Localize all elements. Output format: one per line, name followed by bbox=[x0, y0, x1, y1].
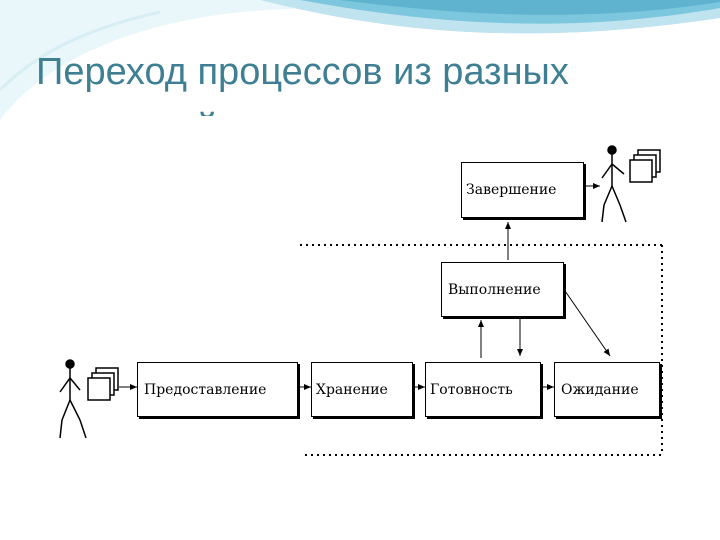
arrow-running-to-waiting bbox=[562, 287, 611, 357]
person-with-documents-icon bbox=[59, 359, 119, 439]
state-waiting: Ожидание bbox=[554, 362, 660, 417]
state-ready: Готовность bbox=[425, 362, 541, 417]
state-running: Выполнение bbox=[441, 262, 564, 317]
state-submission: Предоставление bbox=[137, 362, 298, 417]
dotted-boundary bbox=[300, 244, 663, 456]
state-ready-label: Готовность bbox=[430, 381, 513, 398]
slide-title: Переход процессов из разных состояний bbox=[36, 51, 569, 116]
header-swoosh bbox=[0, 0, 720, 120]
state-completion-label: Завершение bbox=[466, 182, 557, 198]
state-waiting-label: Ожидание bbox=[561, 381, 639, 398]
state-storage-label: Хранение bbox=[316, 381, 388, 398]
state-running-label: Выполнение bbox=[448, 281, 541, 298]
state-submission-label: Предоставление bbox=[144, 381, 267, 398]
state-completion: Завершение bbox=[461, 162, 584, 218]
state-storage: Хранение bbox=[311, 362, 413, 417]
person-with-documents-icon bbox=[601, 145, 661, 223]
